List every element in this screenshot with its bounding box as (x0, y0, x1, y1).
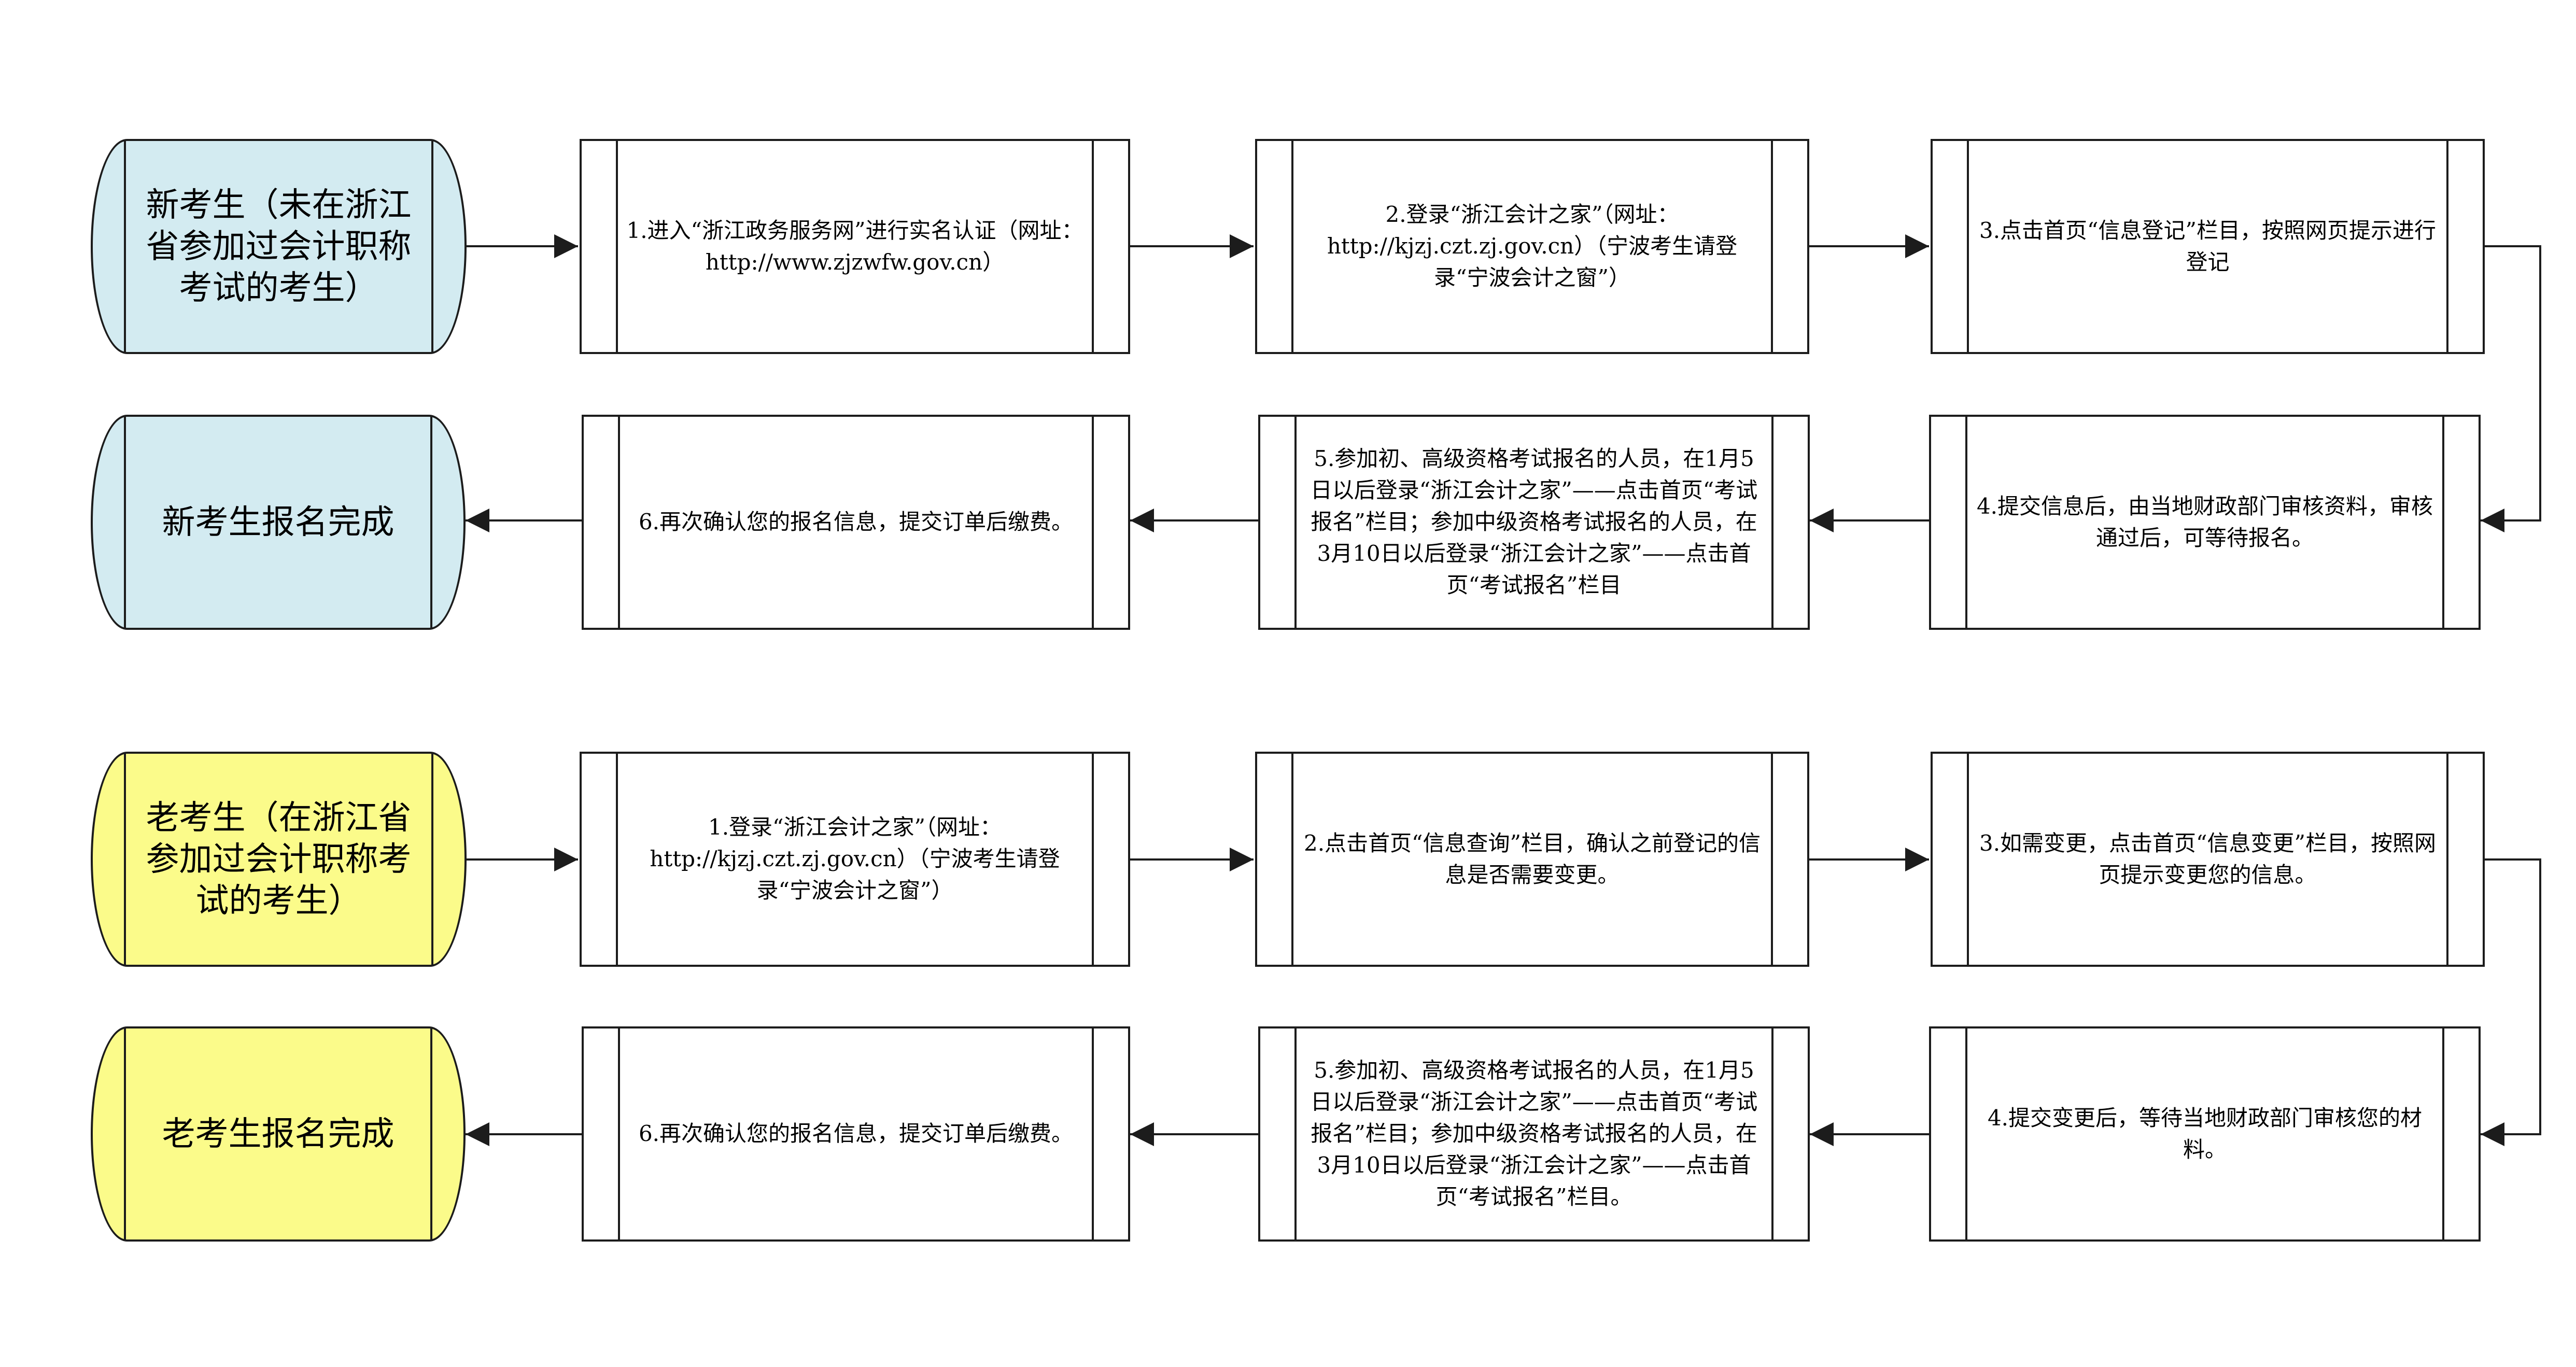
old-step-6-text: 6.再次确认您的报名信息，提交订单后缴费。 (638, 1121, 1074, 1147)
arrow-old-step3-to-step4 (2481, 858, 2541, 1146)
old-step-4-await-review: 4.提交变更后，等待当地财政部门审核您的材料。 (1929, 1026, 2481, 1242)
old-examinee-end: 老考生报名完成 (91, 1026, 466, 1242)
old-step-2-info-query: 2.点击首页“信息查询”栏目，确认之前登记的信息是否需要变更。 (1255, 752, 1809, 967)
old-step-5-text: 5.参加初、高级资格考试报名的人员，在1月5日以后登录“浙江会计之家”——点击首… (1310, 1058, 1758, 1209)
new-examinee-end: 新考生报名完成 (91, 415, 466, 630)
old-examinee-start: 老考生（在浙江省参加过会计职称考试的考生） (91, 752, 467, 967)
old-step-5-exam-registration: 5.参加初、高级资格考试报名的人员，在1月5日以后登录“浙江会计之家”——点击首… (1258, 1026, 1810, 1242)
old-step-6-confirm-pay: 6.再次确认您的报名信息，提交订单后缴费。 (582, 1026, 1130, 1242)
new-step-4-submit-review: 4.提交信息后，由当地财政部门审核资料，审核通过后，可等待报名。 (1929, 415, 2481, 630)
old-step-3-text: 3.如需变更，点击首页“信息变更”栏目，按照网页提示变更您的信息。 (1979, 830, 2437, 887)
new-step-3-text: 3.点击首页“信息登记”栏目，按照网页提示进行登记 (1979, 217, 2437, 275)
new-step-2-login: 2.登录“浙江会计之家”（网址：http://kjzj.czt.zj.gov.c… (1255, 139, 1809, 354)
new-examinee-start: 新考生（未在浙江省参加过会计职称考试的考生） (91, 139, 467, 354)
arrow-new-step3-to-step4 (2481, 245, 2541, 532)
new-step-3-info-register: 3.点击首页“信息登记”栏目，按照网页提示进行登记 (1931, 139, 2485, 354)
old-step-2-text: 2.点击首页“信息查询”栏目，确认之前登记的信息是否需要变更。 (1303, 830, 1761, 887)
new-step-4-text: 4.提交信息后，由当地财政部门审核资料，审核通过后，可等待报名。 (1976, 493, 2433, 551)
new-step-1-realname-auth: 1.进入“浙江政务服务网”进行实名认证（网址：http://www.zjzwfw… (580, 139, 1130, 354)
old-step-4-text: 4.提交变更后，等待当地财政部门审核您的材料。 (1987, 1105, 2423, 1162)
new-step-5-exam-registration: 5.参加初、高级资格考试报名的人员，在1月5日以后登录“浙江会计之家”——点击首… (1258, 415, 1810, 630)
old-examinee-end-label: 老考生报名完成 (162, 1115, 395, 1153)
new-step-6-text: 6.再次确认您的报名信息，提交订单后缴费。 (638, 509, 1074, 535)
new-step-2-text: 2.登录“浙江会计之家”（网址：http://kjzj.czt.zj.gov.c… (1327, 202, 1738, 290)
new-step-6-confirm-pay: 6.再次确认您的报名信息，提交订单后缴费。 (582, 415, 1130, 630)
old-step-1-login: 1.登录“浙江会计之家”（网址：http://kjzj.czt.zj.gov.c… (580, 752, 1130, 967)
old-step-3-info-change: 3.如需变更，点击首页“信息变更”栏目，按照网页提示变更您的信息。 (1931, 752, 2485, 967)
old-examinee-start-label: 老考生（在浙江省参加过会计职称考试的考生） (146, 798, 412, 920)
new-examinee-end-label: 新考生报名完成 (162, 503, 395, 542)
new-step-1-text: 1.进入“浙江政务服务网”进行实名认证（网址：http://www.zjzwfw… (626, 217, 1083, 275)
old-step-1-text: 1.登录“浙江会计之家”（网址：http://kjzj.czt.zj.gov.c… (650, 814, 1060, 903)
new-examinee-start-label: 新考生（未在浙江省参加过会计职称考试的考生） (146, 186, 412, 307)
new-step-5-text: 5.参加初、高级资格考试报名的人员，在1月5日以后登录“浙江会计之家”——点击首… (1310, 446, 1758, 598)
